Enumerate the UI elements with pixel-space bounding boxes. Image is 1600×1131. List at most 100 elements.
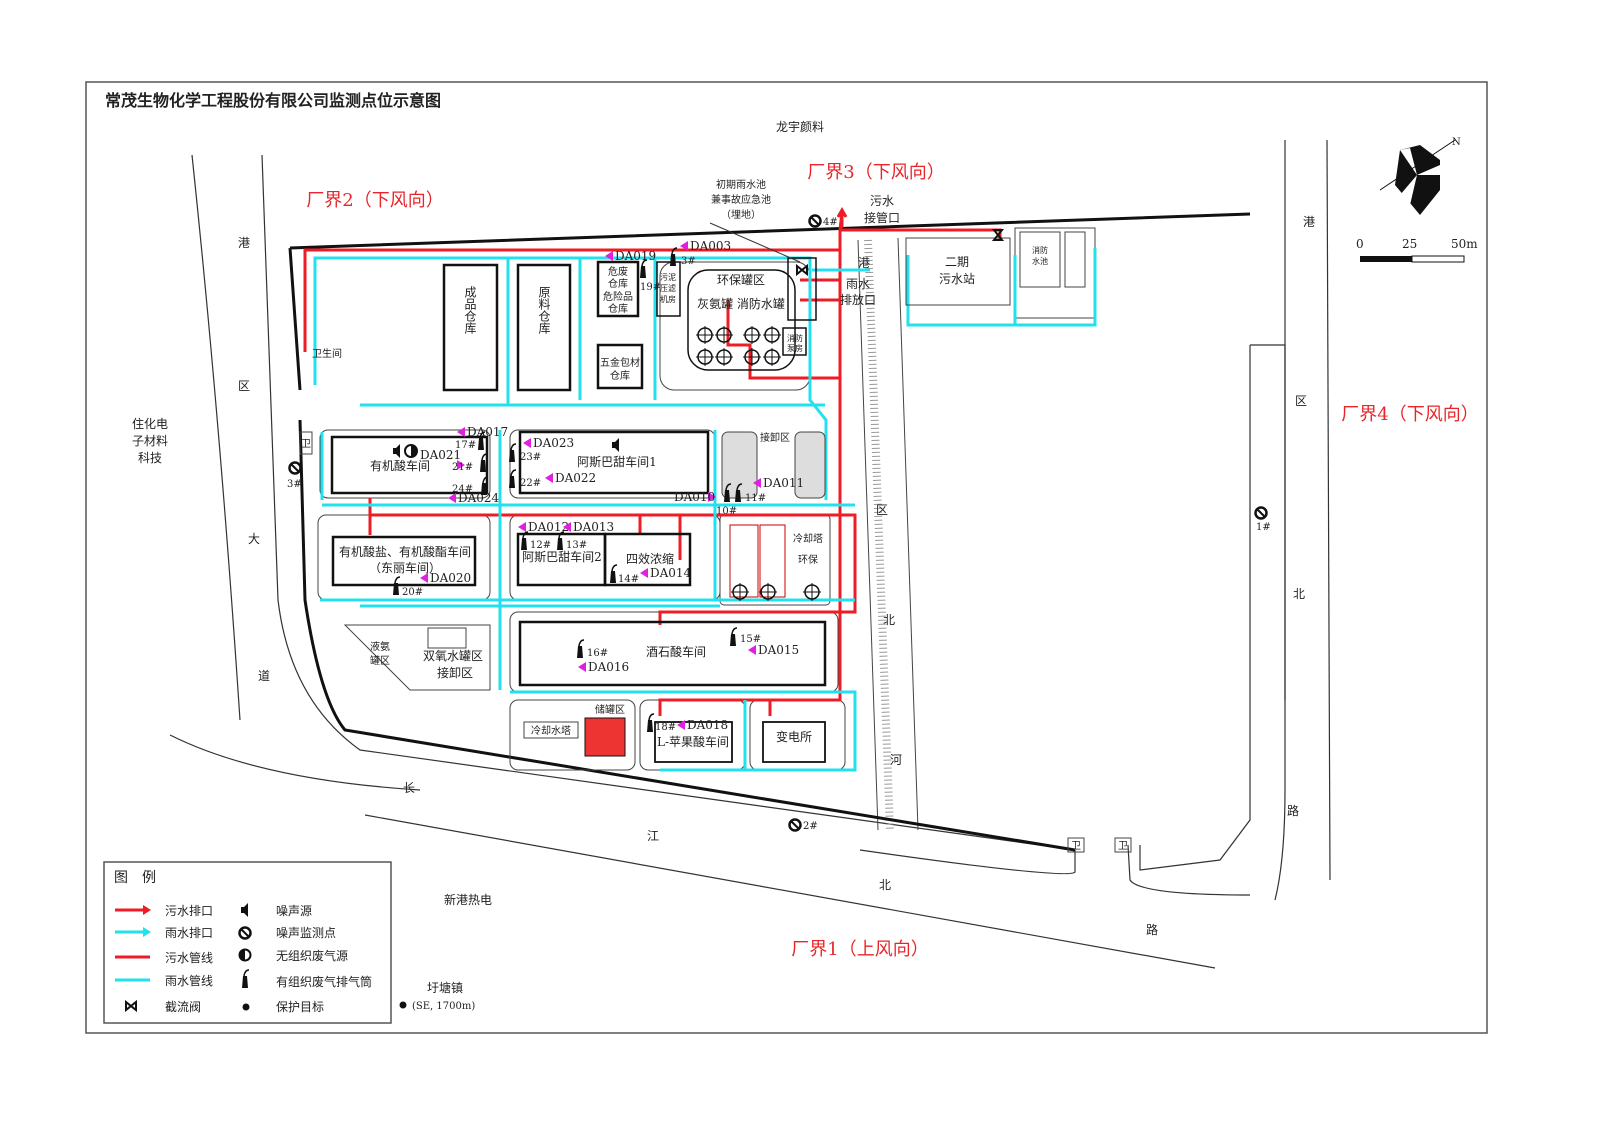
map-label: 卫 (301, 439, 311, 450)
map-label: 12# (530, 540, 551, 551)
map-label: DA018 (687, 718, 728, 732)
map-label: 23# (520, 452, 541, 463)
map-label: 灰氨罐 消防水罐 (697, 296, 785, 311)
map-label: DA024 (458, 491, 500, 505)
map-label: 圩塘镇 (427, 980, 463, 995)
legend-valve: 截流阀 (125, 999, 201, 1014)
map-label: 江 (647, 829, 659, 843)
map-label: 接卸区 (760, 431, 790, 444)
map-label: 兼事故应急池 (711, 193, 771, 206)
map-label: DA016 (588, 660, 629, 674)
map-label: DA014 (650, 566, 692, 580)
rain-pipes (313, 248, 1097, 772)
map-label: 噪声源 (276, 904, 312, 918)
map-label: 河 (890, 753, 902, 767)
map-label: 1# (1256, 522, 1271, 533)
map-label: DA019 (615, 249, 656, 263)
map-label: 污水管线 (165, 950, 213, 965)
map-label: 卫 (1118, 841, 1128, 852)
north-compass: N (1379, 137, 1461, 215)
map-label: 储罐区 (595, 703, 625, 716)
map-label: 19# (640, 282, 661, 293)
map-label: 16# (587, 648, 608, 659)
map-label: 11# (745, 493, 766, 504)
map-label: DA010 (674, 490, 715, 504)
map-label: 保护目标 (276, 1000, 324, 1014)
map-label: DA015 (758, 643, 799, 657)
map-label: 17# (455, 440, 476, 451)
map-label: 机房 (660, 294, 676, 304)
map-label: 污泥 (660, 272, 676, 282)
scale-bar: 0 25 50m (1356, 237, 1478, 263)
map-label: 成品仓库 (463, 286, 477, 335)
map-label: 污水排口 (165, 904, 213, 918)
map-label: 液氨 (370, 640, 390, 653)
map-label: 卫 (1071, 841, 1081, 852)
map-title: 常茂生物化学工程股份有限公司监测点位示意图 (105, 91, 441, 110)
noise-points: 1# 2# 3# 4# (287, 214, 1271, 832)
map-frame (85, 81, 1488, 1034)
map-label: 接卸区 (437, 665, 473, 680)
map-label: 子材料 (132, 434, 168, 448)
map-label: DA012 (528, 520, 569, 534)
map-label: 区 (876, 503, 888, 517)
map-label: 港 (238, 236, 250, 250)
map-label: （东丽车间） (369, 560, 441, 575)
map-label: 区 (1295, 394, 1307, 408)
map-label: 消防 (787, 333, 803, 343)
map-label: 龙宇颜料 (776, 119, 824, 134)
map-label: 仓库 (608, 302, 628, 315)
map-label: DA017 (467, 425, 508, 439)
map-label: 仓库 (608, 277, 628, 290)
map-label: L-苹果酸车间 (657, 734, 729, 749)
map-label: 50m (1451, 237, 1478, 251)
map-label: 港 (1303, 215, 1315, 229)
map-label: 原料仓库 (537, 286, 551, 335)
map-label: 10# (716, 506, 737, 517)
map-label: 25 (1402, 237, 1417, 251)
map-label: 水池 (1032, 256, 1048, 266)
legend-rain-pipe: 雨水管线 (115, 973, 213, 988)
map-label: 厂界2（下风向） (306, 190, 443, 211)
map-label: (SE, 1700m) (412, 1001, 475, 1012)
map-label: 北 (883, 613, 895, 627)
map-label: 双氧水罐区 (423, 649, 483, 663)
map-label: 住化电 (132, 417, 168, 431)
map-label: 4# (823, 217, 838, 228)
exhaust-stacks: 3# 10# 11# 12# 13# 14# 15# 16# 17# 18# 1… (392, 247, 766, 733)
map-label: 3# (681, 256, 696, 267)
map-label: 仓库 (610, 369, 630, 382)
map-label: 环保罐区 (717, 273, 765, 287)
map-label: DA013 (573, 520, 614, 534)
map-label: 无组织废气源 (276, 948, 348, 963)
site-boundary (288, 212, 1251, 852)
map-label: 变电所 (776, 729, 812, 744)
map-label: 新港热电 (444, 892, 492, 907)
map-label: 罐区 (370, 654, 390, 667)
map-label: 排放口 (840, 292, 876, 307)
map-label: 北 (879, 878, 891, 892)
map-label: 图 例 (114, 870, 156, 886)
map-label: 危险品 (603, 290, 633, 303)
map-label: 22# (520, 478, 541, 489)
river (857, 237, 919, 831)
map-label: 卫生间 (312, 347, 342, 360)
map-label: 厂界4（下风向） (1341, 404, 1478, 425)
map-label: 路 (1146, 922, 1158, 937)
map-label: 北 (1293, 587, 1305, 601)
map-label: 24# (452, 484, 473, 495)
map-label: DA023 (533, 436, 574, 450)
legend-rain-outlet: 雨水排口 (115, 926, 213, 940)
map-label: 3# (287, 479, 302, 490)
map-label: 雨水管线 (165, 973, 213, 988)
roads (169, 139, 1331, 969)
map-label: 20# (402, 587, 423, 598)
map-label: 五金包材 (600, 356, 640, 369)
map-label: 21# (452, 462, 473, 473)
map-label: 14# (618, 574, 639, 585)
map-label: 有机酸盐、有机酸酯车间 (339, 544, 471, 559)
legend-sewage-pipe: 污水管线 (115, 950, 213, 965)
map-label: 阿斯巴甜车间1 (577, 454, 657, 469)
legend-sewage-outlet: 污水排口 (115, 904, 213, 918)
map-label: 雨水 (846, 277, 870, 291)
